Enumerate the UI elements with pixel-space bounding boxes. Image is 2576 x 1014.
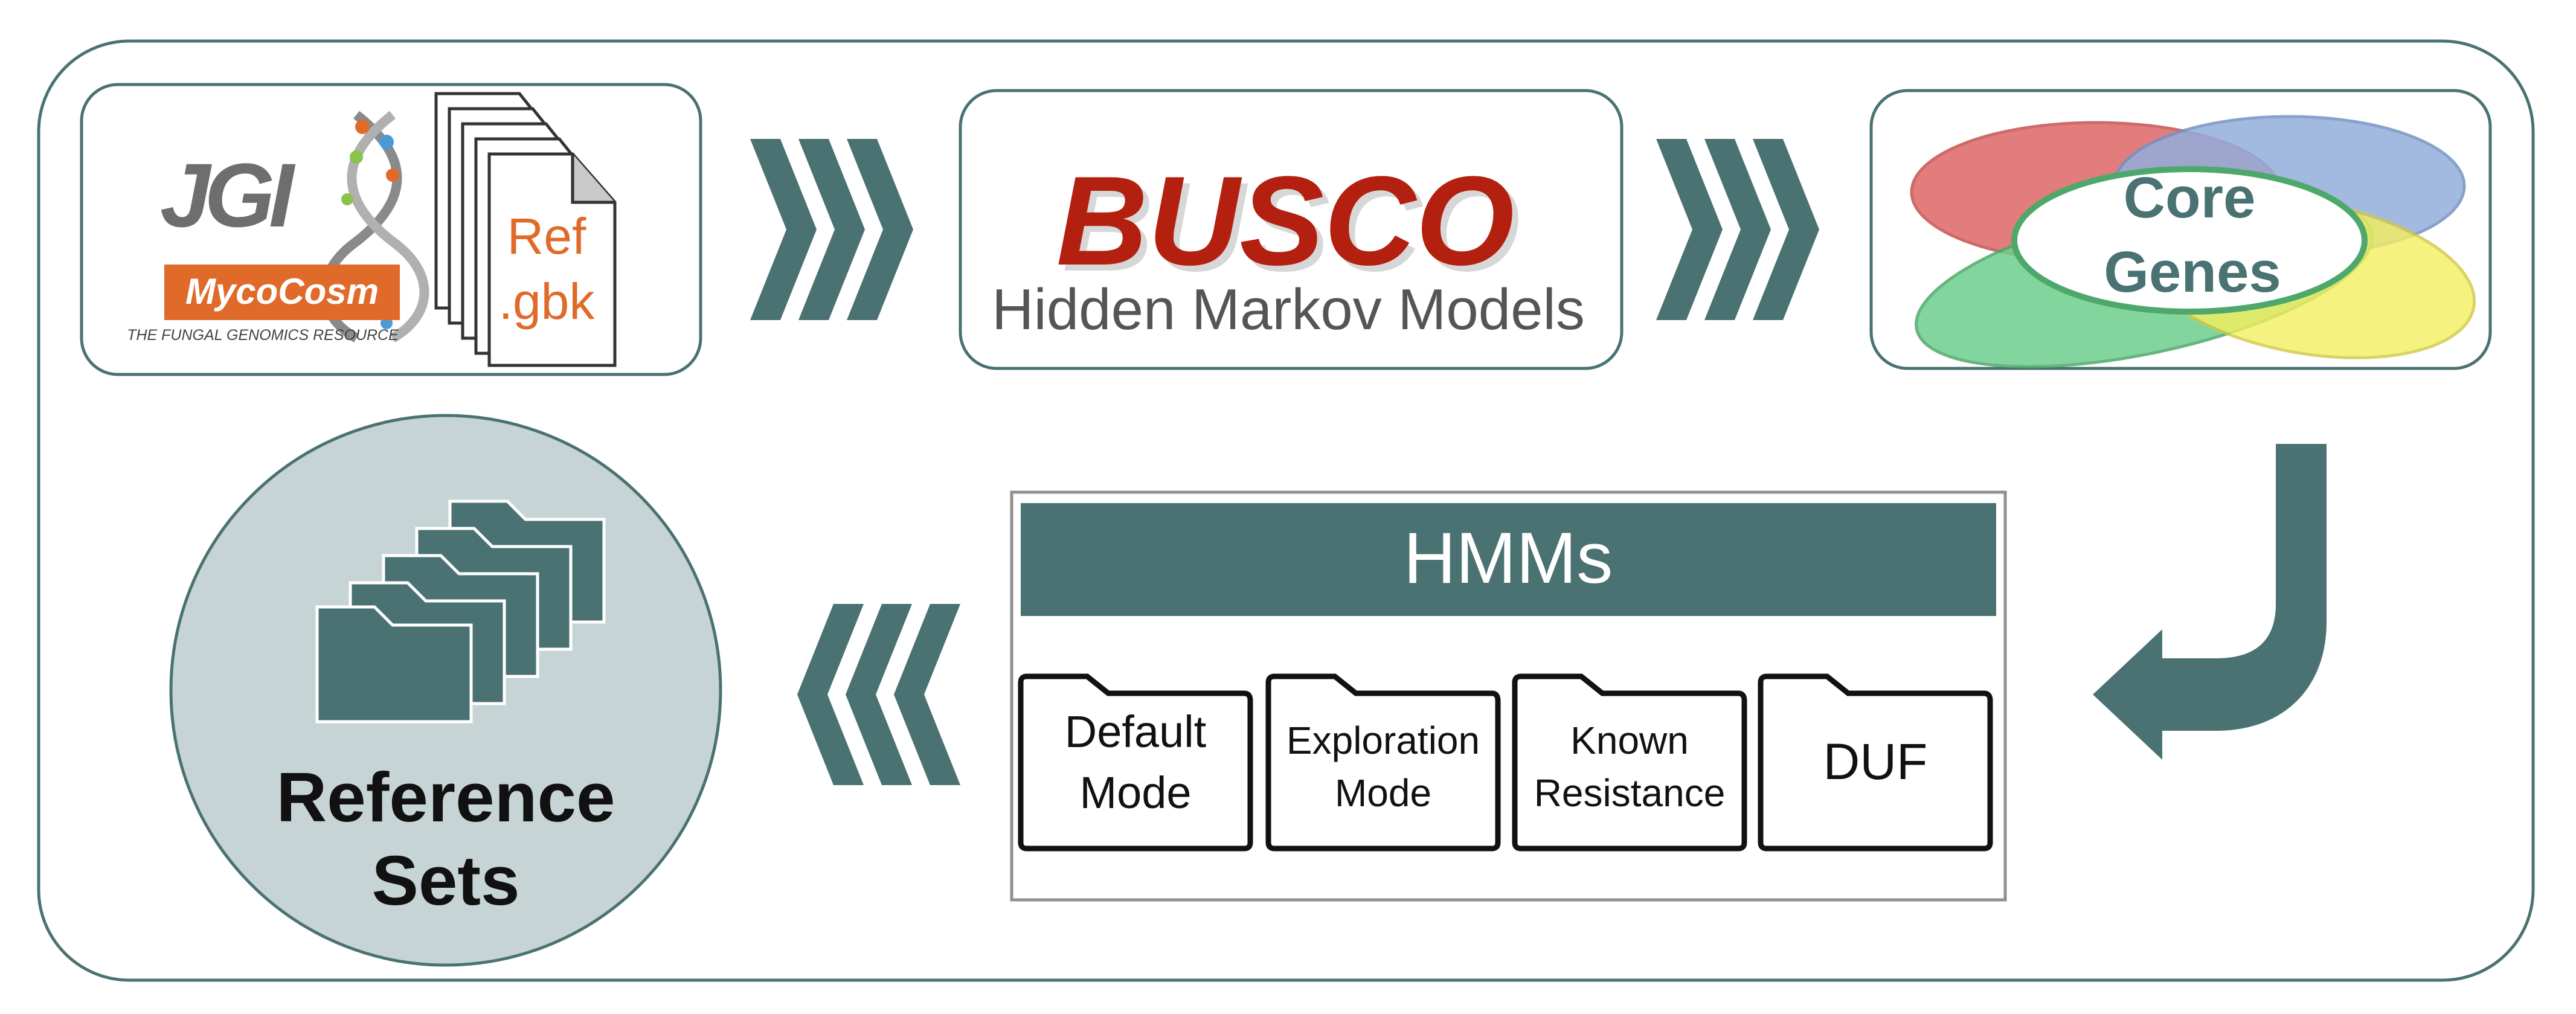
core-genes-line2: Genes: [2104, 240, 2281, 304]
triple-chevron-icon: [750, 139, 913, 320]
hmms-header-bar: [1021, 503, 1996, 616]
folder-label-line1: DUF: [1823, 733, 1928, 790]
busco-subtitle: Hidden Markov Models: [992, 277, 1585, 342]
reference-sets-line2: Sets: [371, 841, 519, 920]
core-genes-line1: Core: [2124, 165, 2256, 230]
folder-stack-icon: [315, 499, 606, 724]
triple-chevron-icon: [797, 604, 960, 785]
mycocosm-badge: [164, 265, 400, 320]
document-stack-icon: [434, 92, 617, 367]
busco-title-shadow: BUSCO: [1062, 156, 1520, 298]
busco-title: BUSCO: [1056, 150, 1514, 292]
busco-box: BUSCO BUSCO Hidden Markov Models: [959, 89, 1624, 370]
hmms-header: HMMs: [1404, 518, 1613, 598]
folder-default-mode: Default Mode: [1018, 673, 1253, 852]
folder-label-line1: Default: [1065, 707, 1207, 757]
hmms-box: HMMs Default Mode Exploration Mode Known…: [1010, 490, 2007, 902]
folder-label-line2: Mode: [1079, 768, 1191, 818]
folder-label-line1: Exploration: [1286, 719, 1480, 762]
mycocosm-label: MycoCosm: [185, 271, 379, 312]
core-genes-box: Core Genes: [1869, 89, 2492, 370]
folder-exploration-mode: Exploration Mode: [1265, 673, 1501, 852]
curved-down-left-arrow-icon: [2093, 444, 2327, 760]
triple-chevron-icon: [1656, 139, 1819, 320]
folder-label-line2: Resistance: [1534, 771, 1726, 815]
folder-label-line1: Known: [1570, 719, 1689, 762]
ref-file-line1: Ref: [507, 208, 586, 265]
folder-duf: DUF: [1758, 673, 1993, 852]
folder-known-resistance: Known Resistance: [1512, 673, 1747, 852]
reference-sets-line1: Reference: [277, 758, 615, 836]
ref-file-line2: .gbk: [499, 273, 596, 330]
venn-diagram: [1910, 115, 2476, 368]
jgi-logo: JGI: [160, 144, 296, 246]
folder-label-line2: Mode: [1335, 771, 1431, 815]
sources-box: JGI MycoCosm THE FUNGAL GENOMICS RESOURC…: [80, 83, 702, 376]
mycocosm-tagline: THE FUNGAL GENOMICS RESOURCE: [127, 327, 399, 344]
reference-sets: Reference Sets: [169, 414, 722, 967]
